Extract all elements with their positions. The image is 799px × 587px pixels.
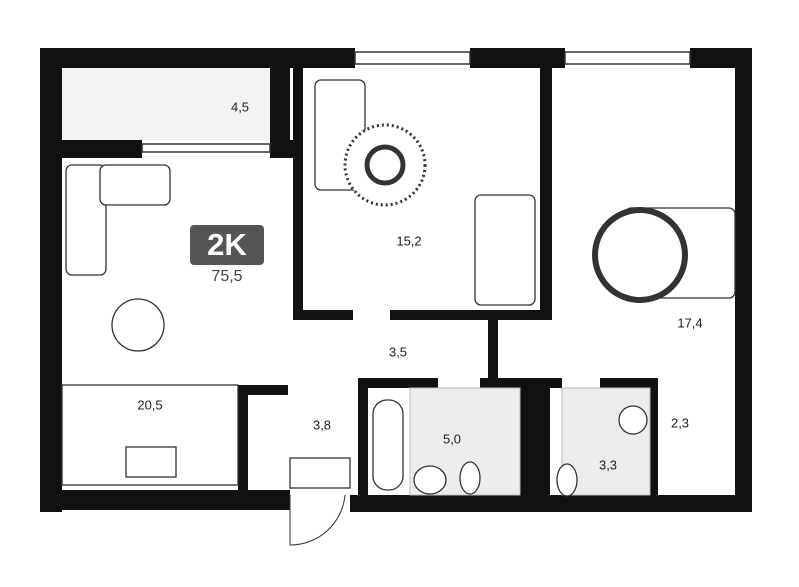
area-toilet: 3,3 [598, 457, 618, 473]
entrance-door [289, 494, 346, 546]
windows [141, 51, 691, 153]
area-hallway: 3,5 [388, 344, 408, 360]
balcony-floor [62, 68, 270, 140]
area-entrance: 3,8 [312, 417, 332, 433]
area-bedroom-1: 15,2 [396, 233, 422, 249]
furniture [61, 79, 736, 497]
area-bedroom-2: 17,4 [677, 315, 703, 331]
walls [40, 48, 752, 512]
area-living-kitchen: 20,5 [137, 397, 163, 413]
apartment-type-badge: 2K [190, 225, 264, 265]
total-area: 75,5 [211, 268, 243, 285]
area-wardrobe: 2,3 [670, 415, 690, 431]
area-bathroom: 5,0 [442, 431, 462, 447]
area-balcony: 4,5 [230, 99, 250, 115]
